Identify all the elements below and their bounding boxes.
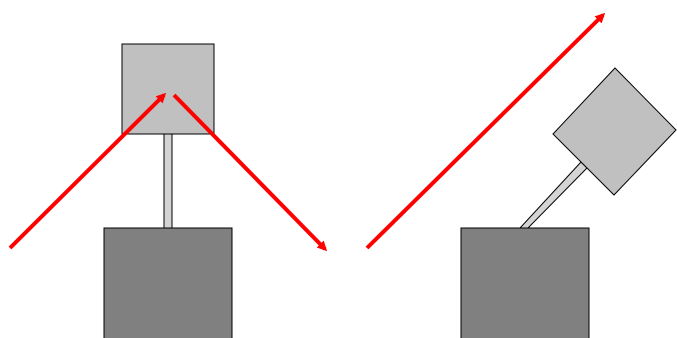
left-reflected-beam-arrow [172, 93, 328, 252]
left-panel [8, 43, 328, 338]
right-base-block [460, 227, 590, 338]
left-incoming-beam-arrow [8, 92, 167, 250]
right-mirror-block [552, 67, 677, 196]
left-base-block [103, 227, 233, 338]
left-stem [163, 132, 173, 229]
right-stem [518, 161, 588, 229]
right-panel [365, 12, 677, 338]
right-passing-beam-arrow [365, 12, 606, 250]
